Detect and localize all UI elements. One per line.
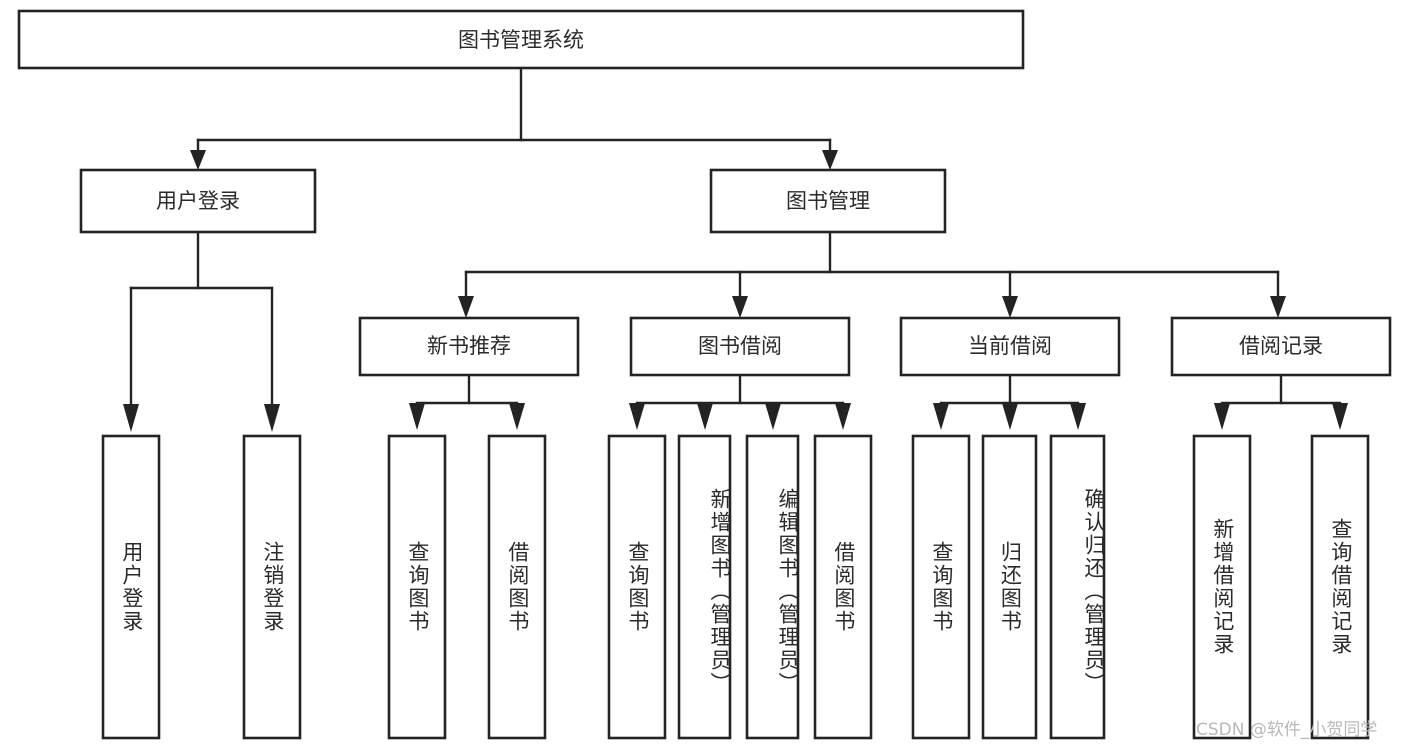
node-box-root[interactable] (17, 9, 1025, 70)
node-box-book-manage[interactable] (709, 168, 947, 234)
arrow-book-borrow (732, 296, 748, 318)
node-box-leaf-query-book-2[interactable] (607, 434, 667, 740)
node-label-current-borrow: 当前借阅 (968, 334, 1052, 358)
node-box-leaf-borrow-book-1[interactable] (487, 434, 547, 740)
arrow-leaf-add-book (697, 403, 713, 430)
node-box-leaf-query-book-1[interactable] (387, 434, 447, 740)
node-box-leaf-borrow-book-2[interactable] (813, 434, 873, 740)
arrow-leaf-edit-book (765, 403, 781, 430)
arrow-leaf-user-login (123, 404, 139, 432)
arrow-leaf-user-logout (264, 404, 280, 432)
connector-layer (123, 66, 1348, 432)
node-label-borrow-record: 借阅记录 (1239, 334, 1323, 358)
arrow-book-manage (822, 150, 838, 170)
node-label-user-login: 用户登录 (156, 189, 240, 213)
node-box-new-book-recommend[interactable] (358, 316, 580, 377)
arrow-leaf-borrow-book-2 (835, 403, 851, 430)
node-box-leaf-add-record[interactable] (1192, 434, 1252, 740)
arrow-leaf-query-book-3 (933, 403, 949, 430)
node-label-new-book-recommend: 新书推荐 (427, 334, 511, 358)
node-box-leaf-add-book[interactable] (677, 434, 732, 740)
arrow-leaf-query-record (1332, 403, 1348, 430)
node-box-leaf-query-book-3[interactable] (911, 434, 971, 740)
csdn-watermark: CSDN @软件_小贺同学 (1196, 720, 1377, 740)
node-box-leaf-user-logout[interactable] (242, 434, 302, 740)
node-box-borrow-record[interactable] (1170, 316, 1392, 377)
arrow-leaf-confirm-return (1070, 403, 1086, 430)
node-box-leaf-query-record[interactable] (1310, 434, 1370, 740)
arrow-leaf-query-book-2 (629, 403, 645, 430)
node-label-root: 图书管理系统 (458, 28, 584, 52)
arrow-new-book-recommend (458, 296, 474, 318)
node-box-current-borrow[interactable] (899, 316, 1121, 377)
node-label-book-manage: 图书管理 (786, 189, 870, 213)
arrow-leaf-borrow-book-1 (509, 403, 525, 430)
arrow-leaf-query-book-1 (409, 403, 425, 430)
node-layer: 图书管理系统 用户登录 图书管理 新书推荐 图书借阅 当前借阅 借阅记录 (17, 9, 1392, 740)
node-box-leaf-edit-book[interactable] (745, 434, 800, 740)
node-box-user-login[interactable] (79, 168, 317, 234)
node-box-leaf-return-book[interactable] (981, 434, 1038, 740)
node-box-leaf-user-login[interactable] (101, 434, 161, 740)
node-box-book-borrow[interactable] (629, 316, 851, 377)
arrow-leaf-return-book (1002, 403, 1018, 430)
arrow-user-login (190, 150, 206, 170)
node-box-leaf-confirm-return[interactable] (1049, 434, 1106, 740)
node-label-book-borrow: 图书借阅 (698, 334, 782, 358)
arrow-current-borrow (1002, 296, 1018, 318)
arrow-borrow-record (1270, 296, 1286, 318)
arrow-leaf-add-record (1214, 403, 1230, 430)
